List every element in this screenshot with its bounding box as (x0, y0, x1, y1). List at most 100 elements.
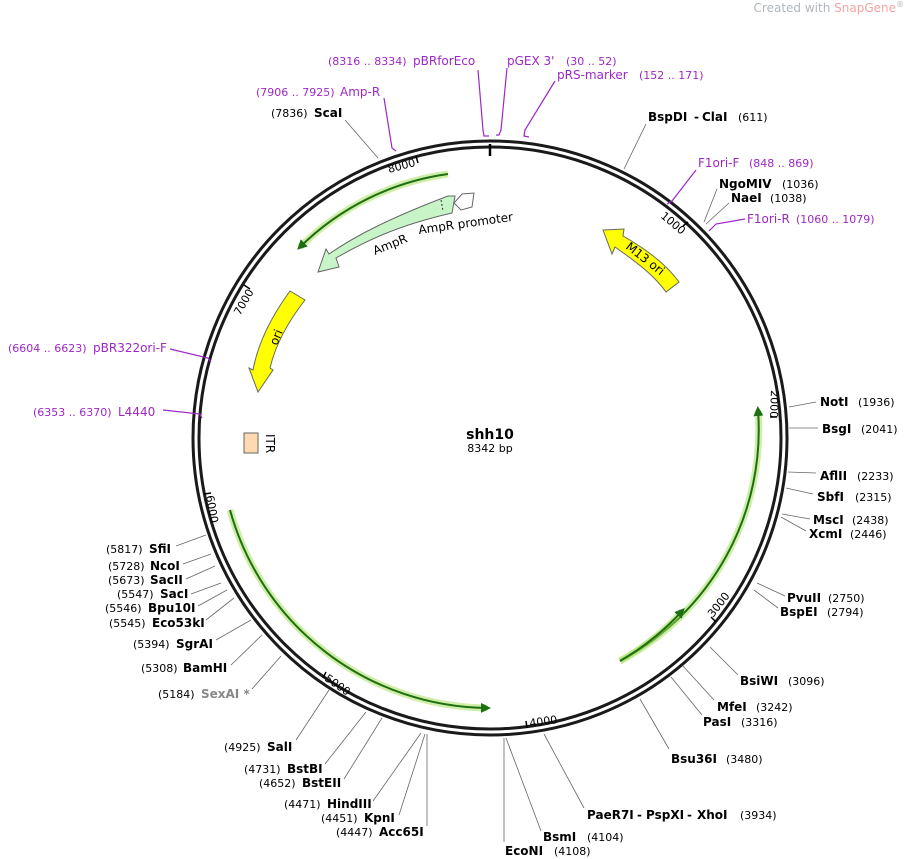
primer-pos: (30 .. 52) (566, 55, 617, 68)
site-name: BamHI (183, 661, 227, 675)
site-name: Bpu10I (148, 601, 195, 615)
site-bstbi[interactable]: (4731) BstBI (244, 711, 367, 776)
site-bsteii[interactable]: (4652) BstEII (259, 717, 383, 790)
site-pos: (2438) (852, 514, 889, 527)
site-econi[interactable]: EcoNI (4108) (503, 738, 591, 858)
primer-pbr322ori-f[interactable]: (6604 .. 6623) pBR322ori-F (8, 341, 212, 363)
plasmid-length: 8342 bp (467, 442, 512, 455)
site-pos: (5546) (105, 602, 142, 615)
site-name: NotI (820, 395, 849, 409)
site-pvuii[interactable]: PvuII (2750) (756, 582, 865, 605)
site-pos: (2446) (850, 528, 887, 541)
site-name: MfeI (717, 700, 747, 714)
site-bsmi[interactable]: BsmI (4104) (505, 737, 624, 844)
site-kpni[interactable]: (4451) KpnI (321, 733, 426, 825)
site-bamhi[interactable]: (5308) BamHI (141, 634, 263, 675)
site-sbfi[interactable]: SbfI (2315) (785, 487, 892, 504)
site-pos: (4104) (587, 831, 624, 844)
primer-f1ori-f[interactable]: F1ori-F (848 .. 869) (666, 156, 814, 205)
orf-arc-top[interactable] (297, 170, 449, 250)
site-sexai[interactable]: (5184) SexAI * (158, 655, 282, 701)
orf-arc-right-large[interactable] (618, 406, 764, 665)
primer-f1ori-r[interactable]: F1ori-R (1060 .. 1079) (708, 212, 875, 232)
site-bsgi[interactable]: BsgI (2041) (789, 422, 898, 436)
site-msci[interactable]: MscI (2438) (781, 513, 889, 527)
site-pos: (5545) (109, 617, 146, 630)
feature-itr[interactable]: ITR (243, 432, 277, 454)
site-separator: - (637, 808, 642, 822)
site-bspdi-clai[interactable]: BspDI - ClaI (611) (623, 110, 768, 170)
site-noti[interactable]: NotI (1936) (788, 395, 895, 409)
site-pos: (5184) (158, 688, 195, 701)
site-mfei[interactable]: MfeI (3242) (682, 665, 793, 714)
site-xcmi[interactable]: XcmI (2446) (780, 516, 887, 541)
snapgene-watermark: Created with SnapGene® (754, 0, 904, 15)
site-acc65i[interactable]: (4447) Acc65I (336, 734, 428, 839)
site-sfii[interactable]: (5817) SfiI (106, 534, 207, 556)
primer-l4440[interactable]: (6353 .. 6370) L4440 (33, 405, 203, 419)
primer-amp-r[interactable]: (7906 .. 7925) Amp-R (256, 85, 397, 152)
site-saci[interactable]: (5547) SacI (117, 582, 222, 601)
watermark-registered-mark: ® (896, 0, 904, 9)
site-name: PaeR7I (587, 808, 634, 822)
site-sali[interactable]: (4925) SalI (224, 689, 330, 754)
site-bspei[interactable]: BspEI (2794) (753, 589, 864, 619)
site-pos: (4451) (321, 812, 358, 825)
primer-name: F1ori-F (698, 156, 739, 170)
site-hindiii[interactable]: (4471) HindIII (284, 732, 422, 811)
site-paer7i-pspxi-xhoi[interactable]: PaeR7I - PspXI - XhoI (3934) (543, 733, 777, 822)
primer-name: L4440 (118, 405, 155, 419)
primer-pbrforeco[interactable]: (8316 .. 8334) pBRforEco (328, 54, 489, 137)
primer-pgex3[interactable]: pGEX 3' (30 .. 52) (496, 54, 617, 136)
site-name: BstBI (287, 762, 323, 776)
site-bsiwi[interactable]: BsiWI (3096) (709, 646, 825, 688)
site-pos: (7836) (271, 107, 308, 120)
site-name: SacI (160, 587, 188, 601)
orf-arc-bottom-left[interactable] (226, 509, 491, 713)
site-pos: (2233) (857, 470, 894, 483)
site-name-2: ClaI (702, 110, 727, 124)
site-pasi[interactable]: PasI (3316) (670, 676, 778, 729)
site-name: PvuII (787, 591, 821, 605)
site-pos: (3316) (741, 716, 778, 729)
site-name: MscI (813, 513, 844, 527)
tick-2000: 2000 (767, 390, 781, 418)
primer-name: pBRforEco (413, 54, 475, 68)
primer-prs-marker[interactable]: pRS-marker (152 .. 171) (523, 68, 704, 138)
site-sacii[interactable]: (5673) SacII (108, 565, 216, 587)
site-name: EcoNI (505, 844, 543, 858)
tick-label-7000: 7000 (231, 287, 256, 318)
primer-name: pGEX 3' (507, 54, 554, 68)
orf-arc-inner[interactable] (618, 608, 685, 664)
feature-ori[interactable]: ori (248, 290, 306, 394)
site-pos: (4731) (244, 763, 281, 776)
site-ncoi[interactable]: (5728) NcoI (108, 553, 212, 573)
primer-pos: (1060 .. 1079) (796, 213, 875, 226)
tick-label-2000: 2000 (767, 390, 781, 418)
site-aflii[interactable]: AflII (2233) (787, 469, 894, 483)
site-sgrai[interactable]: (5394) SgrAI (133, 619, 252, 651)
site-pos: (3480) (726, 753, 763, 766)
site-name-2: PspXI (646, 808, 684, 822)
site-name: PasI (703, 715, 731, 729)
site-ngomiv[interactable]: NgoMIV (1036) (703, 177, 819, 223)
site-name: BsgI (822, 422, 851, 436)
site-bpu10i[interactable]: (5546) Bpu10I (105, 589, 228, 615)
site-scai[interactable]: (7836) ScaI (271, 106, 379, 159)
primer-name: F1ori-R (747, 212, 790, 226)
site-pos: (2750) (828, 592, 865, 605)
feature-m13-ori[interactable]: M13 ori (602, 228, 680, 293)
tick-6000: 6000 (203, 492, 221, 524)
site-name: BspDI (648, 110, 687, 124)
site-pos: (1036) (782, 178, 819, 191)
site-naei[interactable]: NaeI (1038) (705, 191, 807, 225)
site-name: NaeI (731, 191, 762, 205)
primer-pos: (7906 .. 7925) (256, 86, 335, 99)
primer-pos: (6353 .. 6370) (33, 406, 112, 419)
site-pos: (2794) (827, 606, 864, 619)
site-bsu36i[interactable]: Bsu36I (3480) (639, 698, 763, 766)
plasmid-name: shh10 (466, 427, 514, 443)
site-pos: (611) (738, 111, 768, 124)
site-eco53ki[interactable]: (5545) Eco53kI (109, 597, 235, 630)
